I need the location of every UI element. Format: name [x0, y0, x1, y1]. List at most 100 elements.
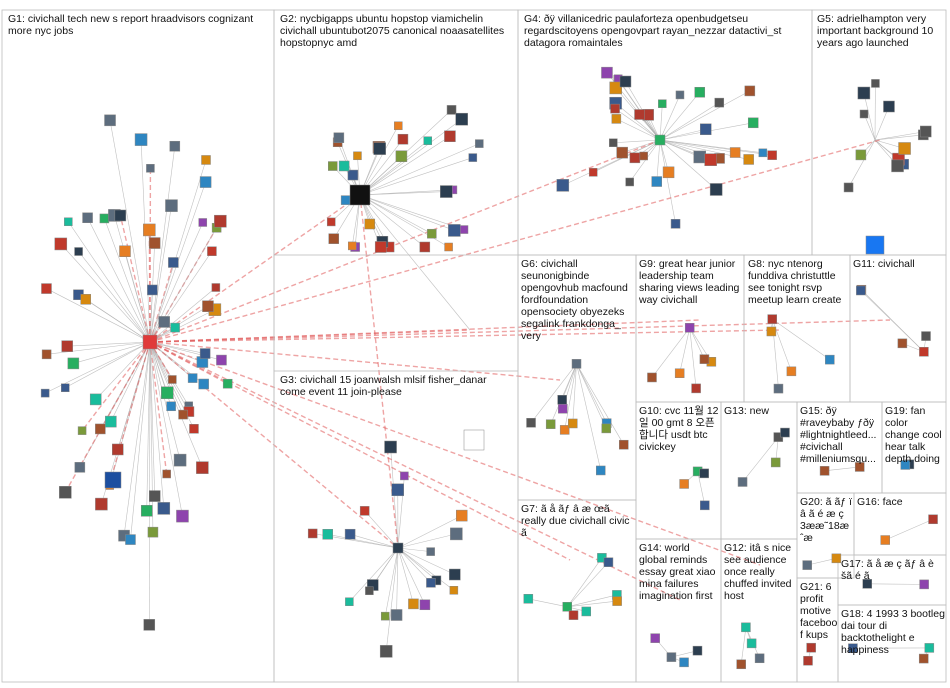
graph-node-74 [364, 218, 376, 230]
graph-node-104 [455, 509, 468, 522]
graph-node-145 [556, 179, 570, 192]
graph-node-219 [770, 457, 781, 468]
graph-edge-35 [65, 341, 151, 389]
graph-edge-25 [46, 288, 151, 343]
graph-edge-105 [384, 547, 399, 617]
graph-node-213 [741, 622, 751, 633]
graph-edge-52 [149, 205, 172, 343]
graph-node-51 [59, 486, 72, 499]
graph-node-187 [603, 557, 614, 567]
highlight-edge-184 [149, 139, 881, 343]
graph-edge-163 [863, 113, 876, 141]
graph-edge-199 [567, 562, 609, 607]
graph-node-125 [426, 547, 435, 556]
graph-node-163 [859, 109, 869, 119]
graph-node-207 [699, 468, 709, 479]
graph-node-183 [558, 403, 568, 414]
graph-node-hub-g4 [654, 134, 666, 146]
graph-node-231 [924, 643, 935, 653]
graph-edge-122 [397, 547, 455, 575]
graph-node-47 [222, 378, 233, 389]
graph-node-227 [880, 535, 890, 545]
graph-edge-53 [149, 341, 165, 509]
graph-node-232 [918, 653, 929, 664]
graph-node-193 [767, 314, 777, 324]
graph-node-65 [199, 176, 212, 188]
graph-node-67 [40, 388, 50, 398]
graph-node-198 [684, 323, 695, 333]
group-panel-g3 [273, 370, 519, 683]
graph-edge-98 [359, 143, 480, 196]
graph-node-129 [747, 117, 759, 129]
graph-node-205 [679, 479, 689, 489]
graph-node-218 [780, 427, 790, 438]
graph-edge-130 [629, 139, 661, 183]
graph-edge-165 [874, 134, 924, 141]
graph-edge-236 [807, 558, 837, 566]
graph-node-141 [767, 150, 777, 160]
graph-edge-92 [359, 194, 432, 234]
graph-edge-192 [576, 363, 625, 445]
graph-node-214 [746, 638, 757, 649]
graph-node-99 [419, 241, 431, 253]
graph-node-229 [919, 579, 929, 590]
graph-node-90 [455, 112, 468, 126]
graph-edge-36 [110, 341, 151, 422]
graph-nodes [40, 66, 938, 670]
group-panel-g15 [796, 401, 883, 494]
graph-edge-146 [656, 139, 661, 182]
graph-edge-107 [396, 547, 399, 616]
graph-node-212 [921, 331, 931, 341]
graph-node-222 [692, 645, 703, 656]
graph-node-45 [158, 316, 170, 328]
graph-node-226 [819, 466, 830, 476]
graph-edge-21 [149, 309, 215, 343]
graph-node-59 [77, 426, 87, 435]
graph-node-93 [394, 121, 403, 131]
highlight-edge-185 [149, 329, 471, 343]
graph-edge-194 [561, 363, 577, 400]
graph-node-191 [523, 594, 534, 604]
graph-node-174 [571, 359, 582, 369]
graph-edge-159 [614, 108, 661, 141]
graph-edge-190 [564, 363, 577, 430]
graph-node-175 [545, 419, 556, 429]
graph-edge-156 [659, 139, 717, 190]
graph-node-140 [729, 147, 741, 158]
graph-node-77 [333, 132, 345, 143]
highlight-edge-59 [81, 341, 151, 432]
graph-node-42 [82, 212, 93, 224]
graph-edge-213 [689, 327, 705, 360]
graph-node-24 [64, 217, 73, 227]
graph-node-200 [674, 368, 685, 378]
graph-edge-63 [149, 341, 183, 517]
graph-node-182 [526, 418, 536, 428]
graph-node-115 [449, 586, 459, 595]
graph-node-4 [207, 246, 217, 256]
graph-node-156 [709, 183, 723, 196]
highlight-edge-182 [149, 341, 681, 601]
graph-node-g3-logo [463, 429, 485, 451]
graph-node-94 [468, 153, 478, 162]
graph-node-134 [639, 151, 648, 161]
graph-edge-1 [140, 139, 151, 343]
group-panel-g21 [796, 577, 839, 683]
graph-edge-42 [87, 217, 151, 343]
graph-node-3 [148, 237, 161, 249]
graph-node-124 [365, 586, 374, 596]
graph-edge-57 [67, 341, 151, 347]
graph-node-166 [857, 86, 871, 100]
graph-node-20 [196, 461, 209, 474]
graph-node-12 [178, 409, 188, 420]
graph-node-196 [766, 326, 777, 337]
graph-node-160 [704, 153, 717, 166]
graph-node-130 [625, 177, 634, 187]
graph-edge-117 [349, 547, 399, 602]
highlight-edge-186 [359, 194, 399, 549]
graph-edge-26 [104, 218, 151, 343]
highlight-edge-176 [149, 139, 661, 343]
highlight-edge-16 [149, 262, 175, 343]
graph-node-112 [400, 471, 409, 481]
graph-edge-24 [68, 221, 151, 343]
graph-node-190 [568, 610, 579, 620]
